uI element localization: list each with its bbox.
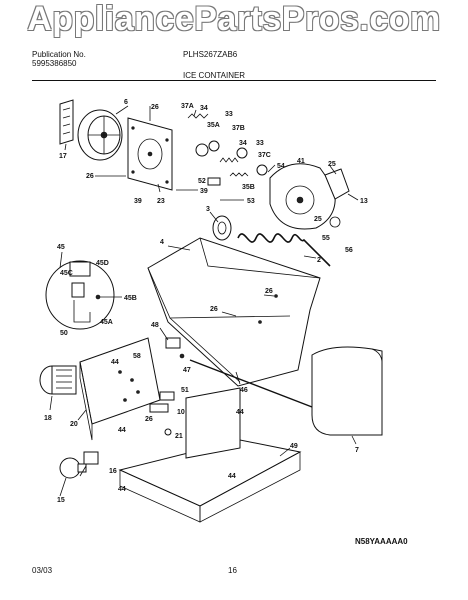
model-number: PLHS267ZAB6: [183, 50, 238, 59]
callout-17: 17: [59, 153, 67, 160]
callout-26: 26: [265, 288, 273, 295]
callout-25: 25: [328, 161, 336, 168]
callout-15: 15: [57, 497, 65, 504]
callout-53: 53: [247, 198, 255, 205]
callout-26: 26: [210, 306, 218, 313]
callout-4: 4: [160, 239, 164, 246]
callout-45: 45: [57, 244, 65, 251]
callout-56: 56: [345, 247, 353, 254]
callout-13: 13: [360, 198, 368, 205]
publication-number: 5995386850: [32, 59, 77, 68]
callout-44: 44: [228, 473, 236, 480]
callout-35B: 35B: [242, 184, 255, 191]
callout-44: 44: [118, 486, 126, 493]
callout-45A: 45A: [100, 319, 113, 326]
callout-labels: 6 26 17 26 39 23 39 37A 34 33 35A 37B 34…: [44, 99, 368, 504]
callout-26: 26: [86, 173, 94, 180]
part-clip: [329, 216, 341, 228]
part-arm-rod: [189, 359, 326, 413]
callout-23: 23: [157, 198, 165, 205]
part-filter-pad: [59, 99, 74, 145]
callout-34: 34: [239, 140, 247, 147]
callout-25: 25: [314, 216, 322, 223]
section-title: ICE CONTAINER: [183, 71, 246, 80]
callout-26: 26: [145, 416, 153, 423]
callout-37A: 37A: [181, 103, 194, 110]
callout-45D: 45D: [96, 260, 109, 267]
callout-44: 44: [111, 359, 119, 366]
callout-18: 18: [44, 415, 52, 422]
callout-49: 49: [290, 443, 298, 450]
callout-3: 3: [206, 206, 210, 213]
callout-47: 47: [183, 367, 191, 374]
part-motor-housing: [269, 163, 336, 230]
callout-39: 39: [200, 188, 208, 195]
callout-51: 51: [181, 387, 189, 394]
part-drum: [77, 109, 123, 161]
callout-2: 2: [317, 257, 321, 264]
part-ice-bin: [147, 237, 321, 387]
part-auger-spring: [237, 233, 331, 267]
leader-lines: [49, 105, 359, 497]
callout-37C: 37C: [258, 152, 271, 159]
callout-58: 58: [133, 353, 141, 360]
part-lamp-socket: [83, 451, 99, 465]
callout-55: 55: [322, 235, 330, 242]
page-number: 16: [228, 566, 237, 575]
callout-26: 26: [151, 104, 159, 111]
part-switch: [165, 337, 181, 349]
publication-label: Publication No.: [32, 50, 86, 59]
part-21: [164, 428, 172, 436]
callout-44: 44: [236, 409, 244, 416]
detail-switch-assembly: [45, 260, 122, 330]
callout-33: 33: [256, 140, 264, 147]
callout-34: 34: [200, 105, 208, 112]
callout-50: 50: [60, 330, 68, 337]
callout-7: 7: [355, 447, 359, 454]
callout-20: 20: [70, 421, 78, 428]
callout-46: 46: [240, 387, 248, 394]
part-51: [159, 391, 175, 401]
callout-16: 16: [109, 468, 117, 475]
part-mount-plate: [127, 117, 173, 191]
callout-33: 33: [225, 111, 233, 118]
callout-35A: 35A: [207, 122, 220, 129]
callout-41: 41: [297, 158, 305, 165]
part-10: [149, 403, 169, 413]
footer-date: 03/03: [32, 566, 53, 575]
callout-54: 54: [277, 163, 285, 170]
watermark: AppliancePartsPros.com: [27, 0, 441, 38]
part-panel: [185, 387, 241, 459]
callout-45C: 45C: [60, 270, 73, 277]
part-gears: [187, 113, 268, 201]
callout-45B: 45B: [124, 295, 137, 302]
callout-37B: 37B: [232, 125, 245, 132]
part-screw-47: [179, 353, 185, 359]
part-control-housing: [79, 337, 161, 441]
callout-39: 39: [134, 198, 142, 205]
part-light-bulb: [59, 457, 81, 479]
callout-6: 6: [124, 99, 128, 106]
callout-44: 44: [118, 427, 126, 434]
callout-10: 10: [177, 409, 185, 416]
part-front-cover: [311, 346, 383, 436]
callout-21: 21: [175, 433, 183, 440]
callout-48: 48: [151, 322, 159, 329]
part-motor: [39, 365, 77, 395]
part-bracket: [324, 168, 350, 200]
header-rule: [32, 80, 436, 81]
diagram-code: N58YAAAAA0: [355, 537, 408, 546]
callout-52: 52: [198, 178, 206, 185]
